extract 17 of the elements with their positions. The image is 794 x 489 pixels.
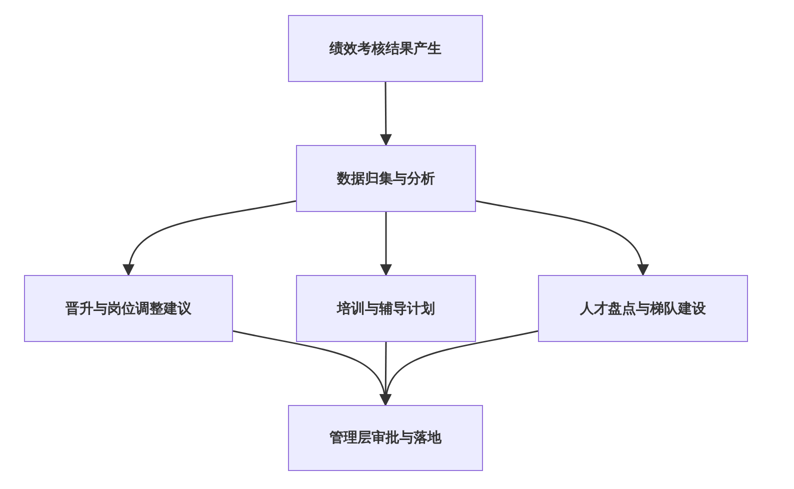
node-label: 管理层审批与落地: [330, 429, 442, 447]
node-label: 人才盘点与梯队建设: [580, 300, 706, 318]
arrow: [380, 82, 392, 146]
process-box: [296, 275, 476, 342]
process-box: [538, 275, 748, 342]
process-box: [288, 405, 483, 471]
node-label: 数据归集与分析: [337, 170, 435, 188]
node-label: 晋升与岗位调整建议: [66, 300, 192, 318]
arrow: [380, 212, 392, 276]
arrow: [476, 200, 648, 276]
node-label: 培训与辅导计划: [337, 300, 435, 318]
arrow: [124, 200, 296, 276]
node-label: 绩效考核结果产生: [330, 40, 442, 58]
process-box: [296, 145, 476, 212]
process-box: [24, 275, 233, 342]
process-box: [288, 15, 483, 82]
arrow: [380, 330, 538, 406]
